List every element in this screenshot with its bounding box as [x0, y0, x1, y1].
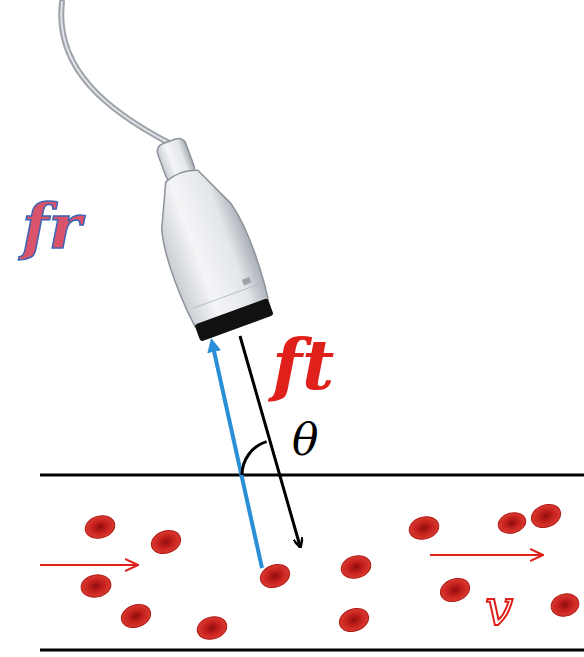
probe-cable: [61, 2, 169, 143]
receive-arrow: [212, 342, 262, 568]
vessel-wall: [40, 474, 584, 477]
angle-arc: [242, 442, 267, 475]
received-frequency-label: fr: [22, 196, 81, 258]
flow-arrow: [430, 554, 542, 556]
flow-arrow: [40, 564, 137, 566]
red-blood-cells: [79, 501, 581, 643]
velocity-label: v: [485, 583, 513, 633]
ultrasound-probe: [129, 127, 277, 343]
angle-label: θ: [292, 418, 319, 462]
transmitted-frequency-label: ft: [272, 330, 334, 400]
vessel-wall: [40, 649, 584, 652]
